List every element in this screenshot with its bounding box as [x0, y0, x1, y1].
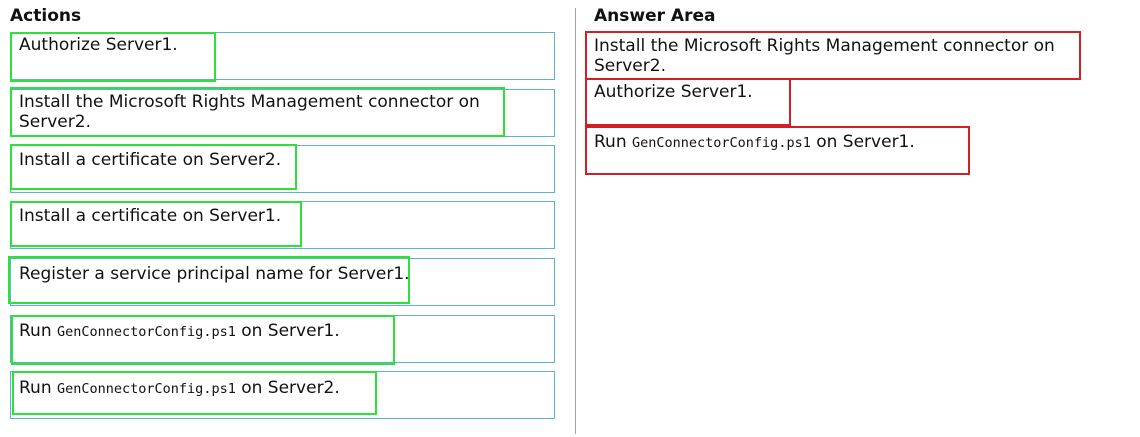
script-name: GenConnectorConfig.ps1 — [57, 324, 236, 340]
action-item-run-genconnectorconfig-server2[interactable]: Run GenConnectorConfig.ps1 on Server2. — [10, 371, 555, 419]
actions-heading: Actions — [10, 6, 82, 26]
action-item-run-genconnectorconfig-server1[interactable]: Run GenConnectorConfig.ps1 on Server1. — [10, 315, 555, 363]
action-item-label: Run GenConnectorConfig.ps1 on Server1. — [19, 321, 340, 342]
answer-item-label: Run GenConnectorConfig.ps1 on Server1. — [594, 132, 915, 153]
run-prefix: Run — [594, 132, 633, 152]
action-item-label: Install the Microsoft Rights Management … — [19, 92, 480, 132]
action-item-install-rms-connector-server2[interactable]: Install the Microsoft Rights Management … — [10, 89, 555, 137]
answer-item-label: Authorize Server1. — [594, 82, 753, 102]
run-prefix: Run — [19, 378, 58, 398]
run-prefix: Run — [19, 321, 58, 341]
script-name: GenConnectorConfig.ps1 — [57, 381, 236, 397]
run-suffix: on Server2. — [235, 378, 340, 398]
action-item-register-spn-server1[interactable]: Register a service principal name for Se… — [10, 258, 555, 306]
action-item-authorize-server1[interactable]: Authorize Server1. — [10, 32, 555, 80]
answer-item-run-genconnectorconfig-server1[interactable]: Run GenConnectorConfig.ps1 on Server1. — [585, 126, 970, 175]
action-item-label: Install a certificate on Server2. — [19, 150, 282, 170]
script-name: GenConnectorConfig.ps1 — [632, 135, 811, 151]
answer-item-label: Install the Microsoft Rights Management … — [594, 36, 1055, 76]
action-item-install-certificate-server2[interactable]: Install a certificate on Server2. — [10, 145, 555, 193]
run-suffix: on Server1. — [235, 321, 340, 341]
run-suffix: on Server1. — [810, 132, 915, 152]
action-item-label: Install a certificate on Server1. — [19, 206, 282, 226]
action-item-install-certificate-server1[interactable]: Install a certificate on Server1. — [10, 201, 555, 249]
column-divider — [575, 8, 576, 434]
action-item-label: Authorize Server1. — [19, 35, 178, 55]
answer-area-heading: Answer Area — [594, 6, 716, 26]
action-item-label: Run GenConnectorConfig.ps1 on Server2. — [19, 378, 340, 399]
action-item-label: Register a service principal name for Se… — [19, 264, 410, 284]
answer-item-authorize-server1[interactable]: Authorize Server1. — [585, 78, 791, 126]
answer-item-install-rms-connector-server2[interactable]: Install the Microsoft Rights Management … — [585, 31, 1081, 80]
